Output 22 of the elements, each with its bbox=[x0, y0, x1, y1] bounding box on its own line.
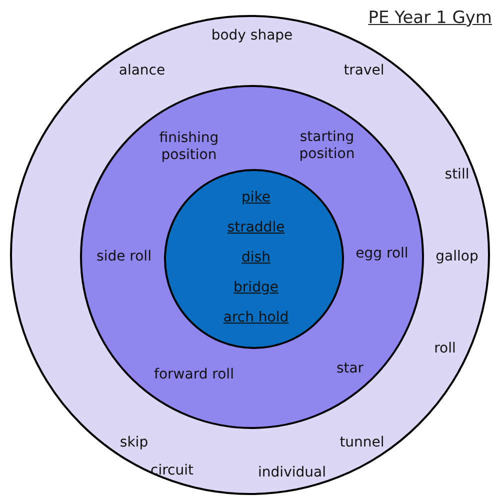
word-label: starting position bbox=[298, 129, 356, 163]
word-label: body shape bbox=[211, 28, 293, 44]
word-label: dish bbox=[242, 250, 270, 266]
word-label: roll bbox=[434, 340, 456, 358]
word-label: individual bbox=[258, 464, 326, 482]
word-label: side roll bbox=[96, 248, 152, 266]
word-label: star bbox=[336, 360, 364, 378]
word-label: forward roll bbox=[154, 366, 234, 384]
page-title: PE Year 1 Gym bbox=[368, 8, 492, 28]
word-label: finishing position bbox=[158, 130, 220, 164]
word-label: egg roll bbox=[356, 246, 408, 262]
word-label: travel bbox=[344, 62, 384, 80]
word-label: gallop bbox=[436, 248, 478, 266]
word-label: alance bbox=[118, 62, 166, 80]
word-label: straddle bbox=[227, 220, 285, 236]
word-label: still bbox=[444, 166, 470, 184]
word-label: skip bbox=[120, 434, 148, 452]
word-label: tunnel bbox=[340, 434, 384, 452]
word-label: pike bbox=[242, 190, 270, 206]
word-label: bridge bbox=[234, 280, 278, 296]
word-label: circuit bbox=[150, 462, 194, 480]
word-label: arch hold bbox=[223, 310, 289, 326]
